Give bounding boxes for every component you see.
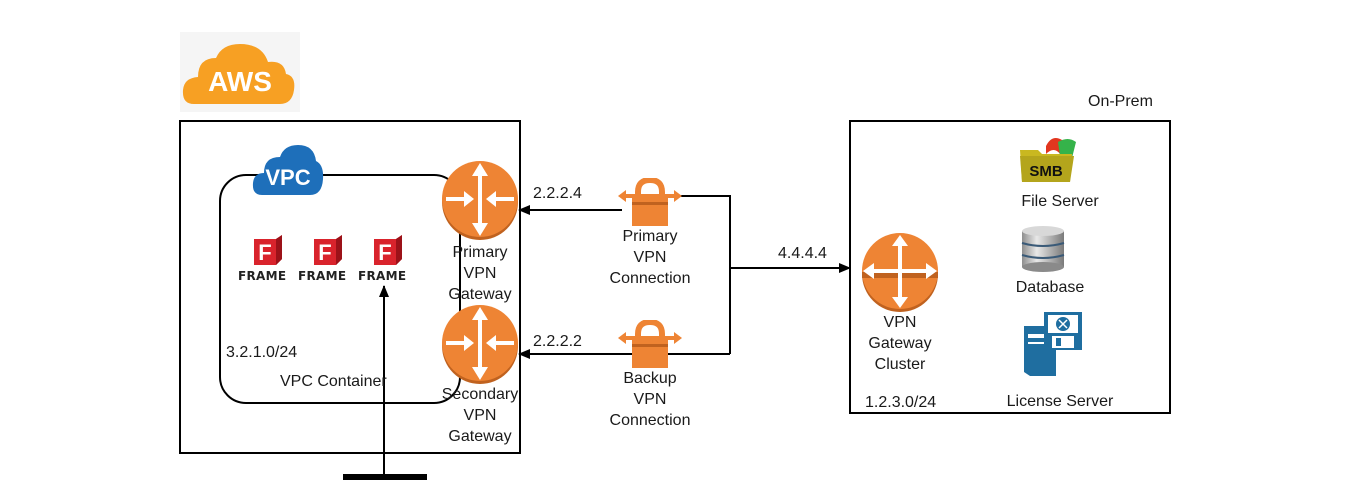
frame-instance-3[interactable]: F FRAME [358, 233, 414, 285]
file-server[interactable]: SMB [1018, 132, 1080, 186]
svg-text:F: F [378, 240, 391, 265]
connections-bracket [678, 195, 731, 354]
frame-instance-1[interactable]: F FRAME [238, 233, 294, 285]
frame-cube-icon: F [254, 235, 282, 265]
aws-logo-text: AWS [208, 66, 272, 97]
vpc-logo: VPC [252, 143, 324, 197]
frame-instance-2[interactable]: F FRAME [298, 233, 354, 285]
onprem-cidr: 1.2.3.0/24 [865, 394, 937, 411]
database[interactable] [1020, 225, 1066, 273]
frame-label: FRAME [238, 269, 287, 283]
onprem-title: On-Prem [1088, 93, 1153, 110]
router-icon [442, 161, 518, 240]
aws-account-box [179, 120, 521, 454]
aws-cloud-icon [180, 32, 300, 112]
primary-connection-label: Primary VPN Connection [609, 228, 691, 287]
vpc-logo-text: VPC [265, 165, 311, 190]
smb-folder-icon: SMB [1020, 138, 1076, 182]
database-label: Database [1015, 279, 1085, 296]
secondary-vpn-gateway[interactable] [440, 304, 520, 384]
license-server-label: License Server [1006, 393, 1114, 410]
vpn-lock-icon [618, 318, 682, 368]
gateway-cluster-label: VPN Gateway Cluster [868, 314, 932, 373]
primary-gateway-label: Primary VPN Gateway [448, 244, 512, 303]
ingress-bar [343, 474, 427, 480]
router-cluster-icon [862, 233, 938, 312]
vpc-cloud-icon [252, 145, 324, 195]
onprem-box [849, 120, 1171, 414]
onprem-ip: 4.4.4.4 [778, 245, 827, 262]
primary-connection-ip: 2.2.2.4 [533, 185, 582, 202]
frame-label: FRAME [358, 269, 407, 283]
database-icon [1021, 226, 1065, 272]
secondary-gateway-label: Secondary VPN Gateway [441, 386, 519, 445]
license-server-icon [1024, 312, 1082, 376]
smb-badge: SMB [1029, 163, 1063, 180]
backup-vpn-connection[interactable] [618, 318, 682, 370]
frame-label: FRAME [298, 269, 347, 283]
router-icon [442, 305, 518, 384]
svg-text:F: F [318, 240, 331, 265]
vpc-container-label: VPC Container [280, 373, 387, 390]
aws-logo: AWS [180, 32, 300, 112]
svg-text:F: F [258, 240, 271, 265]
frame-cube-icon: F [374, 235, 402, 265]
backup-connection-ip: 2.2.2.2 [533, 333, 582, 350]
frame-cube-icon: F [314, 235, 342, 265]
vpc-cidr: 3.2.1.0/24 [226, 344, 298, 361]
vpn-gateway-cluster[interactable] [860, 232, 940, 312]
file-server-label: File Server [1021, 193, 1099, 210]
license-server[interactable] [1022, 312, 1084, 378]
primary-vpn-gateway[interactable] [440, 160, 520, 240]
vpc-container-border [219, 174, 461, 404]
backup-connection-label: Backup VPN Connection [609, 370, 691, 429]
primary-vpn-connection[interactable] [618, 176, 682, 228]
vpn-lock-icon [618, 176, 682, 226]
